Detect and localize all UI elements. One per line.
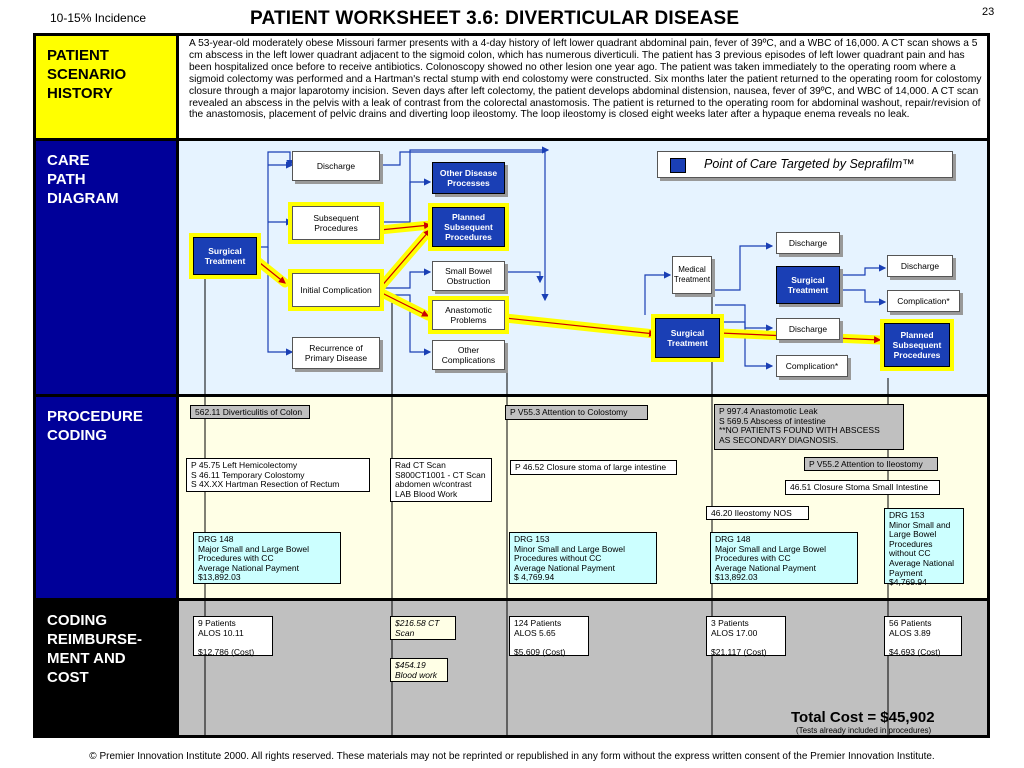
reimb-colostomy-closure: 124 Patients ALOS 5.65 $5,609 (Cost): [509, 616, 589, 657]
reimb-anastomotic-leak: 3 Patients ALOS 17.00 $21,117 (Cost): [706, 616, 786, 657]
node-other-disease-processes: Other Disease Processes: [432, 162, 505, 194]
reimb-colectomy: 9 Patients ALOS 10.11 $12,786 (Cost): [193, 616, 273, 657]
node-complication-1: Complication*: [776, 355, 848, 377]
coding-label-text: PROCEDURE CODING: [47, 408, 143, 444]
node-surgical-treatment-2: Surgical Treatment: [776, 266, 840, 304]
scenario-section: [179, 36, 987, 138]
node-planned-subsequent-procedures-1: Planned Subsequent Procedures: [428, 203, 509, 251]
total-cost-note: (Tests already included in procedures): [796, 726, 932, 735]
copyright-footer: © Premier Innovation Institute 2000. All…: [89, 751, 935, 762]
drg-148-a: DRG 148 Major Small and Large Bowel Proc…: [193, 532, 341, 584]
reimbursement-section-label: CODING REIMBURSE- MENT AND COST: [36, 601, 176, 735]
node-medical-treatment: Medical Treatment: [672, 256, 712, 294]
code-attention-ileostomy: P V55.2 Attention to Ileostomy: [804, 457, 938, 471]
node-discharge-4: Discharge: [887, 255, 953, 277]
care-label-text: CARE PATH DIAGRAM: [47, 152, 119, 207]
node-small-bowel-obstruction: Small Bowel Obstruction: [432, 261, 505, 291]
code-ct-scan: Rad CT Scan S800CT1001 - CT Scan abdomen…: [390, 458, 492, 502]
legend: Point of Care Targeted by Seprafilm™: [657, 151, 953, 178]
code-attention-colostomy: P V55.3 Attention to Colostomy: [505, 405, 648, 420]
code-left-hemicolectomy: P 45.75 Left Hemicolectomy S 46.11 Tempo…: [186, 458, 370, 492]
node-initial-complication: Initial Complication: [288, 269, 384, 311]
node-subsequent-procedures: Subsequent Procedures: [288, 202, 384, 244]
drg-148-b: DRG 148 Major Small and Large Bowel Proc…: [710, 532, 858, 584]
node-other-complications: Other Complications: [432, 340, 505, 370]
reimb-ileostomy-closure: 56 Patients ALOS 3.89 $4,693 (Cost): [884, 616, 962, 657]
code-closure-stoma-large: P 46.52 Closure stoma of large intestine: [510, 460, 677, 475]
incidence-label: 10-15% Incidence: [50, 11, 147, 25]
node-planned-subsequent-procedures-2: Planned Subsequent Procedures: [880, 319, 954, 371]
page-number: 23: [982, 6, 995, 18]
node-surgical-treatment-1: Surgical Treatment: [189, 233, 261, 279]
node-anastomotic-problems: Anastomotic Problems: [428, 296, 509, 334]
node-surgical-treatment-3: Surgical Treatment: [651, 314, 724, 362]
code-anastomotic-leak: P 997.4 Anastomotic Leak S 569.5 Abscess…: [714, 404, 904, 450]
scenario-section-label: PATIENT SCENARIO HISTORY: [36, 36, 176, 138]
drg-153-b: DRG 153 Minor Small and Large Bowel Proc…: [884, 508, 964, 587]
node-complication-2: Complication*: [887, 290, 960, 312]
scenario-label-text: PATIENT SCENARIO HISTORY: [47, 47, 127, 102]
legend-swatch: [670, 158, 686, 173]
code-ileostomy-nos: 46.20 Ileostomy NOS: [706, 506, 809, 520]
legend-text: Point of Care Targeted by Seprafilm™: [704, 157, 915, 171]
procedure-coding-section-label: PROCEDURE CODING: [36, 397, 176, 598]
page-title: PATIENT WORKSHEET 3.6: DIVERTICULAR DISE…: [250, 8, 740, 29]
scenario-text: A 53-year-old moderately obese Missouri …: [189, 38, 982, 121]
reimb-label-text: CODING REIMBURSE- MENT AND COST: [47, 612, 143, 686]
node-discharge-3: Discharge: [776, 318, 840, 340]
total-cost: Total Cost = $45,902: [791, 709, 935, 726]
node-recurrence-primary-disease: Recurrence of Primary Disease: [292, 337, 380, 369]
care-path-section-label: CARE PATH DIAGRAM: [36, 141, 176, 394]
code-closure-stoma-small: 46.51 Closure Stoma Small Intestine: [785, 480, 940, 495]
reimb-blood-work: $454.19 Blood work: [390, 658, 448, 682]
node-discharge-2: Discharge: [776, 232, 840, 254]
drg-153-a: DRG 153 Minor Small and Large Bowel Proc…: [509, 532, 657, 584]
reimb-ct-scan: $216.58 CT Scan: [390, 616, 456, 640]
node-discharge-1: Discharge: [292, 151, 380, 181]
code-diverticulitis: 562.11 Diverticulitis of Colon: [190, 405, 310, 419]
